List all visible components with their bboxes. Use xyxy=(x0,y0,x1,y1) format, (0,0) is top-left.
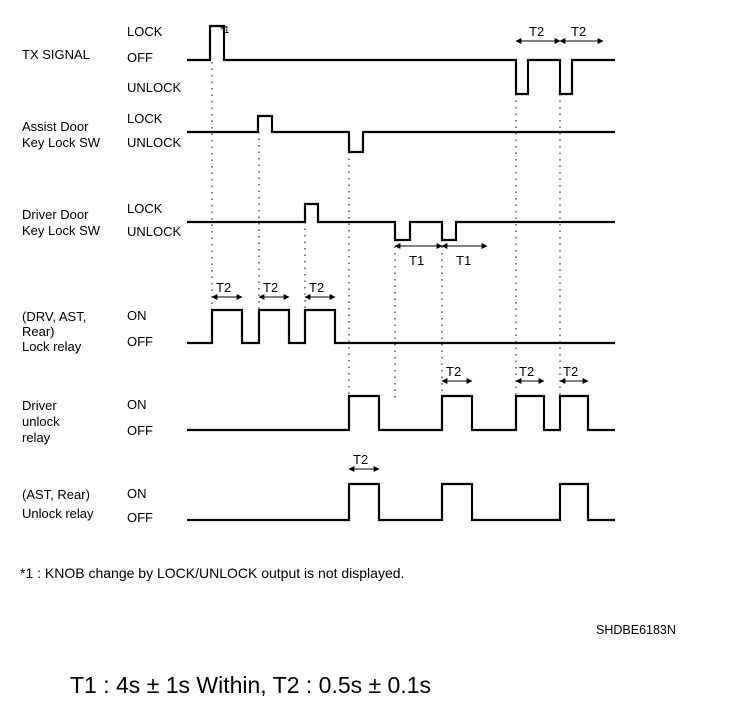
state-label-ast-rear-off: OFF xyxy=(127,510,153,525)
state-label-driver-unlock: UNLOCK xyxy=(127,224,182,239)
waveform-ast-rear-unlock-relay xyxy=(187,482,615,522)
waveform-lock-relay xyxy=(187,308,615,345)
interval-label-t1: T1 xyxy=(409,253,424,268)
interval-label-t2: T2 xyxy=(216,280,231,295)
interval-label-t2: T2 xyxy=(529,24,544,39)
interval-label-t2: T2 xyxy=(563,364,578,379)
interval-label-t2: T2 xyxy=(263,280,278,295)
state-label-tx-lock: LOCK xyxy=(127,24,163,39)
signal-label-tx: TX SIGNAL xyxy=(22,47,90,62)
timing-legend: T1 : 4s ± 1s Within, T2 : 0.5s ± 0.1s xyxy=(70,672,431,698)
state-label-tx-unlock: UNLOCK xyxy=(127,80,182,95)
signal-label-driver-door-1: Driver Door xyxy=(22,207,89,222)
interval-label-t2: T2 xyxy=(353,452,368,467)
state-label-driver-unlock-on: ON xyxy=(127,397,147,412)
figure-code: SHDBE6183N xyxy=(596,623,676,637)
state-label-assist-unlock: UNLOCK xyxy=(127,135,182,150)
signal-label-lock-relay-2: Rear) xyxy=(22,324,55,339)
state-label-tx-off: OFF xyxy=(127,50,153,65)
signal-label-driver-door-2: Key Lock SW xyxy=(22,223,101,238)
waveform-driver-unlock-relay xyxy=(187,394,615,432)
signal-label-lock-relay-1: (DRV, AST, xyxy=(22,309,86,324)
interval-label-t2: T2 xyxy=(446,364,461,379)
signal-label-assist-door-1: Assist Door xyxy=(22,119,89,134)
state-label-lock-relay-off: OFF xyxy=(127,334,153,349)
waveform-assist-door xyxy=(187,114,615,154)
signal-label-lock-relay-3: Lock relay xyxy=(22,339,82,354)
state-label-lock-relay-on: ON xyxy=(127,308,147,323)
state-label-assist-lock: LOCK xyxy=(127,111,163,126)
footnote: *1 : KNOB change by LOCK/UNLOCK output i… xyxy=(20,565,404,581)
signal-label-ast-rear-unlock-1: (AST, Rear) xyxy=(22,487,90,502)
state-label-driver-unlock-off: OFF xyxy=(127,423,153,438)
signal-label-driver-unlock-2: unlock xyxy=(22,414,60,429)
interval-label-t1: T1 xyxy=(456,253,471,268)
state-label-driver-lock: LOCK xyxy=(127,201,163,216)
waveform-driver-door xyxy=(187,202,615,242)
state-label-ast-rear-on: ON xyxy=(127,486,147,501)
interval-label-t2: T2 xyxy=(571,24,586,39)
signal-label-assist-door-2: Key Lock SW xyxy=(22,135,101,150)
signal-label-ast-rear-unlock-2: Unlock relay xyxy=(22,506,94,521)
waveform-tx-signal xyxy=(187,24,615,96)
interval-label-t2: T2 xyxy=(519,364,534,379)
signal-label-driver-unlock-1: Driver xyxy=(22,398,57,413)
signal-label-driver-unlock-3: relay xyxy=(22,430,51,445)
interval-label-t2: T2 xyxy=(309,280,324,295)
